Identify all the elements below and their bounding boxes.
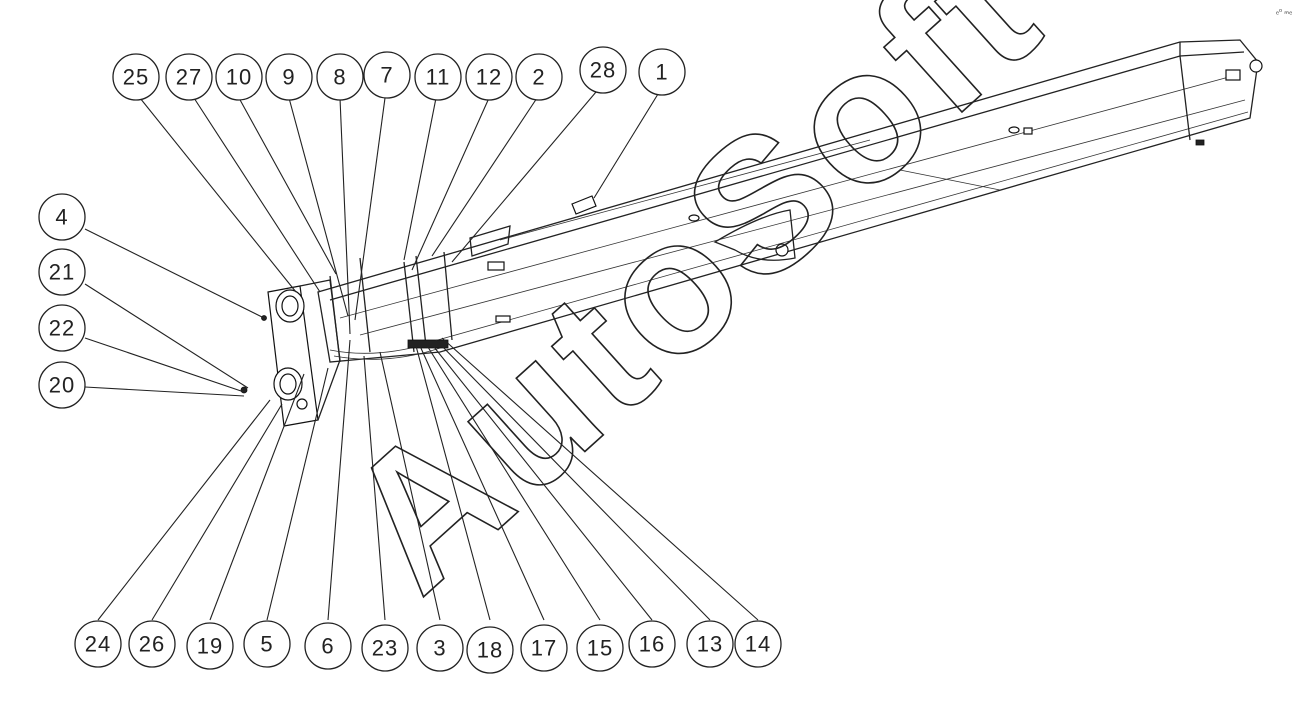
callout-10: 10 <box>215 53 263 101</box>
callout-18: 18 <box>466 626 514 674</box>
callout-8: 8 <box>316 53 364 101</box>
callout-25: 25 <box>112 53 160 101</box>
callout-20: 20 <box>38 361 86 409</box>
svg-text:10: 10 <box>226 65 252 90</box>
svg-text:15: 15 <box>587 636 613 661</box>
svg-text:2: 2 <box>532 65 545 90</box>
callout-16: 16 <box>628 620 676 668</box>
svg-text:12: 12 <box>476 65 502 90</box>
callout-3: 3 <box>416 624 464 672</box>
svg-text:26: 26 <box>139 632 165 657</box>
corner-mark: ₑᵒ ₘₑ <box>1276 7 1292 16</box>
callout-6: 6 <box>304 622 352 670</box>
callout-5: 5 <box>243 620 291 668</box>
svg-text:21: 21 <box>49 260 75 285</box>
boom-assembly <box>240 39 1263 427</box>
callout-7: 7 <box>363 51 411 99</box>
svg-text:13: 13 <box>697 632 723 657</box>
callout-23: 23 <box>361 624 409 672</box>
callout-26: 26 <box>128 620 176 668</box>
callout-21: 21 <box>38 248 86 296</box>
svg-text:5: 5 <box>260 632 273 657</box>
svg-text:16: 16 <box>639 632 665 657</box>
callout-15: 15 <box>576 624 624 672</box>
watermark: AutoSoft <box>306 0 1079 630</box>
leader-lines <box>84 91 759 621</box>
callout-13: 13 <box>686 620 734 668</box>
callout-27: 27 <box>165 53 213 101</box>
svg-text:7: 7 <box>380 63 393 88</box>
callout-24: 24 <box>74 620 122 668</box>
svg-text:8: 8 <box>333 65 346 90</box>
svg-text:25: 25 <box>123 65 149 90</box>
callout-1: 1 <box>638 48 686 96</box>
callout-22: 22 <box>38 304 86 352</box>
svg-text:23: 23 <box>372 636 398 661</box>
svg-text:17: 17 <box>531 636 557 661</box>
svg-text:20: 20 <box>49 373 75 398</box>
svg-text:24: 24 <box>85 632 111 657</box>
callout-12: 12 <box>465 53 513 101</box>
svg-text:19: 19 <box>197 634 223 659</box>
svg-text:27: 27 <box>176 65 202 90</box>
svg-text:22: 22 <box>49 316 75 341</box>
callout-4: 4 <box>38 193 86 241</box>
callout-14: 14 <box>734 620 782 668</box>
callouts: 25 27 10 9 8 7 11 12 2 28 1 4 21 22 20 2… <box>38 46 782 674</box>
svg-text:3: 3 <box>433 636 446 661</box>
svg-text:1: 1 <box>655 60 668 85</box>
callout-28: 28 <box>579 46 627 94</box>
svg-text:14: 14 <box>745 632 771 657</box>
callout-11: 11 <box>414 53 462 101</box>
svg-text:6: 6 <box>321 634 334 659</box>
callout-19: 19 <box>186 622 234 670</box>
svg-text:11: 11 <box>426 65 451 90</box>
callout-9: 9 <box>265 53 313 101</box>
callout-2: 2 <box>515 53 563 101</box>
callout-17: 17 <box>520 624 568 672</box>
svg-text:18: 18 <box>477 638 503 663</box>
svg-text:9: 9 <box>282 65 295 90</box>
svg-text:28: 28 <box>590 58 616 83</box>
svg-text:4: 4 <box>55 205 68 230</box>
